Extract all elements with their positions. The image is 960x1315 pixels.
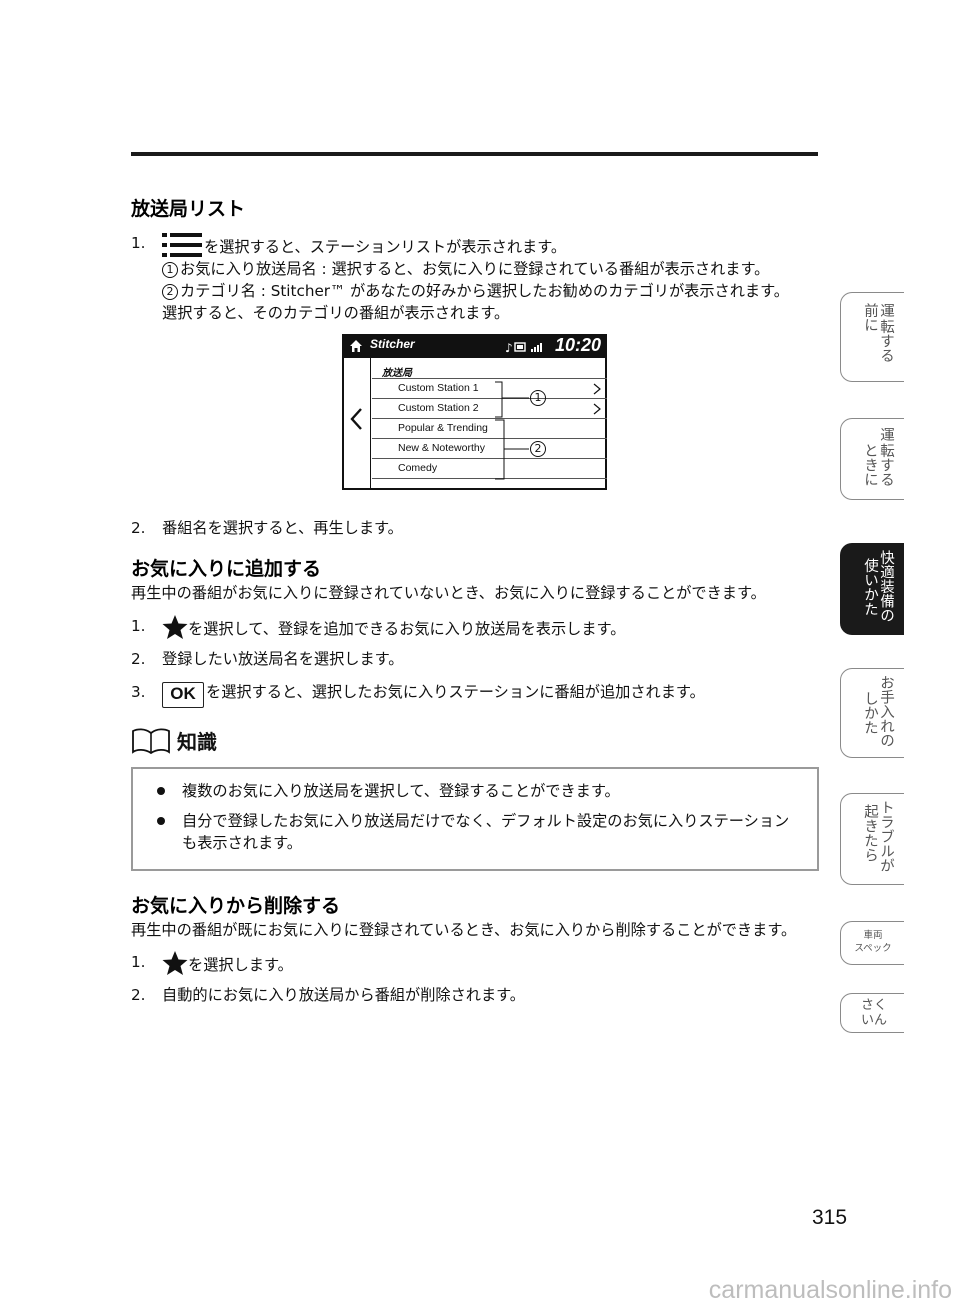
tab-label-part: 使いかた: [862, 558, 878, 616]
clock: 10:20: [554, 335, 601, 355]
row-label: Popular & Trending: [398, 422, 488, 434]
svg-text:♪: ♪: [505, 341, 513, 354]
note-category-select: 選択すると、そのカテゴリの番組が表示されます。: [162, 304, 510, 322]
step-text: 自動的にお気に入り放送局から番組が削除されます。: [162, 986, 525, 1004]
tab-label-part: 起きたら: [862, 804, 878, 862]
tab-label-part: 快適装備の: [878, 550, 894, 623]
callout-number: 1: [162, 262, 178, 278]
add-favorite-step-1: 1. を選択して、登録を追加できるお気に入り放送局を表示します。: [131, 615, 821, 640]
list-row-comedy[interactable]: Comedy: [372, 458, 607, 478]
tab-label-part: 運: [878, 427, 894, 442]
step-text: 登録したい放送局名を選択します。: [162, 650, 404, 668]
row-label: Comedy: [398, 462, 438, 474]
watermark: carmanualsonline.info: [708, 1276, 952, 1304]
list-row-popular-trending[interactable]: Popular & Trending: [372, 418, 607, 438]
knowledge-item: 自分で登録したお気に入り放送局だけでなく、デフォルト設定のお気に入りステーション…: [151, 810, 799, 854]
knowledge-item: 複数のお気に入り放送局を選択して、登録することができます。: [151, 780, 799, 802]
tab-label-part: ときに: [862, 443, 878, 487]
list-title: 放送局: [382, 368, 412, 379]
tab-label-part: 車両: [863, 930, 883, 941]
station-list-step-2: 2. 番組名を選択すると、再生します。: [131, 517, 821, 539]
tab-label-part: 転する: [878, 319, 894, 363]
status-icons: ♪: [505, 341, 542, 354]
remove-favorite-step-2: 2. 自動的にお気に入り放送局から番組が削除されます。: [131, 984, 821, 1006]
tab-label-part: 前に: [862, 303, 878, 332]
stitcher-screen: Stitcher ♪ 10:20 放送局 Custom Station 1 Cu…: [342, 334, 607, 490]
row-label: Custom Station 2: [398, 402, 479, 414]
back-arrow-icon[interactable]: [349, 406, 365, 432]
remove-favorite-step-1: 1. を選択します。: [131, 951, 821, 976]
tab-label-part: 運: [878, 303, 894, 318]
tab-before-driving[interactable]: 前に 運 転する: [840, 292, 904, 382]
heading-station-list: 放送局リスト: [131, 198, 246, 220]
step-text: を選択すると、ステーションリストが表示されます。: [204, 238, 567, 256]
remove-favorite-intro: 再生中の番組が既にお気に入りに登録されているとき、お気に入りから削除することがで…: [131, 921, 797, 939]
add-favorite-step-2: 2. 登録したい放送局名を選択します。: [131, 648, 821, 670]
step-number: 1.: [131, 953, 146, 971]
knowledge-text: 複数のお気に入り放送局を選択して、登録することができます。: [182, 782, 620, 800]
note-text: カテゴリ名 : Stitcher™ があなたの好みから選択したお勧めのカテゴリが…: [180, 282, 789, 300]
book-icon: [132, 727, 170, 754]
tab-index[interactable]: さく いん: [840, 993, 904, 1033]
knowledge-title-row: 知識: [131, 726, 821, 755]
station-list-step-1: 1. を選択すると、ステーションリストが表示されます。: [131, 232, 821, 258]
ok-button: OK: [162, 682, 204, 708]
side-panel: [344, 358, 371, 490]
callout-number: 2: [162, 284, 178, 300]
chevron-right-icon: [593, 403, 601, 415]
row-label: Custom Station 1: [398, 382, 479, 394]
tab-comfort-features[interactable]: 使いかた 快適装備の: [840, 543, 904, 635]
tab-while-driving[interactable]: ときに 運 転する: [840, 418, 904, 500]
menu-list-icon: [162, 233, 202, 257]
step-number: 1.: [131, 617, 146, 635]
step-text: 番組名を選択すると、再生します。: [162, 519, 403, 537]
list-row-custom-station-1[interactable]: Custom Station 1: [372, 378, 607, 398]
step-number: 1.: [131, 234, 146, 252]
app-name: Stitcher: [370, 337, 415, 351]
tab-label-part: スペック: [854, 943, 892, 954]
step-text: を選択します。: [188, 956, 293, 974]
tab-care[interactable]: しかた お手入れの: [840, 668, 904, 758]
list-row-new-noteworthy[interactable]: New & Noteworthy: [372, 438, 607, 458]
bullet: [157, 787, 165, 795]
tab-troubleshooting[interactable]: 起きたら トラブルが: [840, 793, 904, 885]
list-row-divider: [372, 478, 607, 490]
step-number: 2.: [131, 519, 146, 537]
step-number: 3.: [131, 683, 146, 701]
row-label: New & Noteworthy: [398, 442, 485, 454]
star-icon: [162, 951, 188, 975]
heading-remove-favorite: お気に入りから削除する: [131, 895, 341, 917]
add-favorite-intro: 再生中の番組がお気に入りに登録されていないとき、お気に入りに登録することができま…: [131, 584, 766, 602]
callout-1: 1: [530, 390, 546, 406]
status-bar: Stitcher ♪ 10:20: [344, 335, 605, 358]
tab-label-part: トラブルが: [878, 800, 894, 873]
tab-label-part: さく: [860, 998, 887, 1013]
star-icon: [162, 615, 188, 639]
tab-label-part: お手入れの: [878, 675, 894, 748]
step-number: 2.: [131, 650, 146, 668]
tab-label-part: 転する: [878, 443, 894, 487]
page-number: 315: [812, 1206, 848, 1229]
knowledge-text: 自分で登録したお気に入り放送局だけでなく、デフォルト設定のお気に入りステーション…: [182, 812, 790, 852]
heading-add-favorite: お気に入りに追加する: [131, 558, 322, 580]
top-rule: [131, 152, 818, 156]
chevron-right-icon: [593, 383, 601, 395]
step-text: を選択すると、選択したお気に入りステーションに番組が追加されます。: [206, 683, 705, 701]
knowledge-title: 知識: [177, 730, 217, 754]
home-icon[interactable]: [349, 339, 363, 353]
list-row-custom-station-2[interactable]: Custom Station 2: [372, 398, 607, 418]
tab-label-part: しかた: [862, 691, 878, 735]
tab-label-part: いん: [860, 1013, 887, 1028]
callout-2: 2: [530, 441, 546, 457]
step-number: 2.: [131, 986, 146, 1004]
knowledge-box: 複数のお気に入り放送局を選択して、登録することができます。 自分で登録したお気に…: [131, 767, 819, 871]
step-text: を選択して、登録を追加できるお気に入り放送局を表示します。: [188, 620, 626, 638]
bullet: [157, 817, 165, 825]
note-text: お気に入り放送局名 : 選択すると、お気に入りに登録されている番組が表示されます…: [180, 260, 770, 278]
tab-vehicle-specs[interactable]: 車両 スペック: [840, 921, 904, 965]
